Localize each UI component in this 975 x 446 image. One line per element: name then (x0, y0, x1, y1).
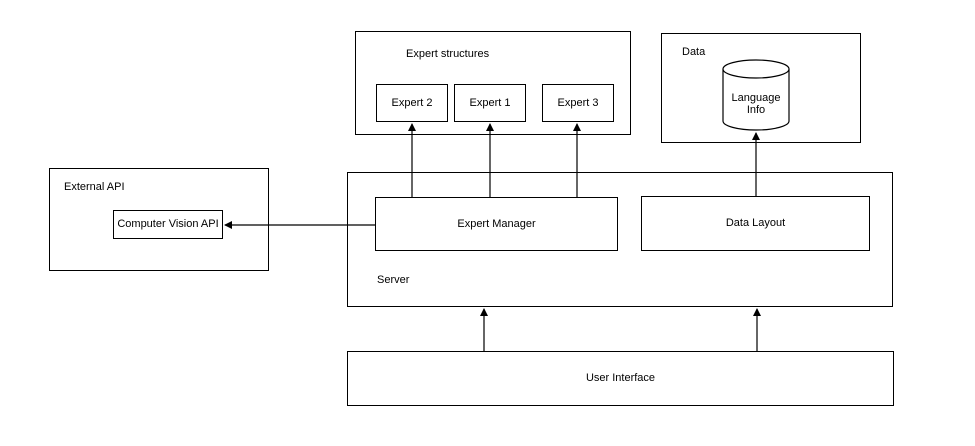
expert-2-box: Expert 2 (376, 84, 448, 122)
computer-vision-api-box: Computer Vision API (113, 210, 223, 239)
expert-manager-box: Expert Manager (375, 197, 618, 251)
language-info-label: Language Info (731, 92, 781, 116)
user-interface-box: User Interface (347, 351, 894, 406)
expert-1-box: Expert 1 (454, 84, 526, 122)
server-title: Server (377, 274, 410, 286)
external-api-title: External API (64, 181, 125, 193)
data-title: Data (682, 46, 706, 58)
expert-3-box: Expert 3 (542, 84, 614, 122)
database-cylinder-icon (722, 59, 790, 131)
data-layout-box: Data Layout (641, 196, 870, 251)
expert-structures-title: Expert structures (406, 48, 490, 60)
